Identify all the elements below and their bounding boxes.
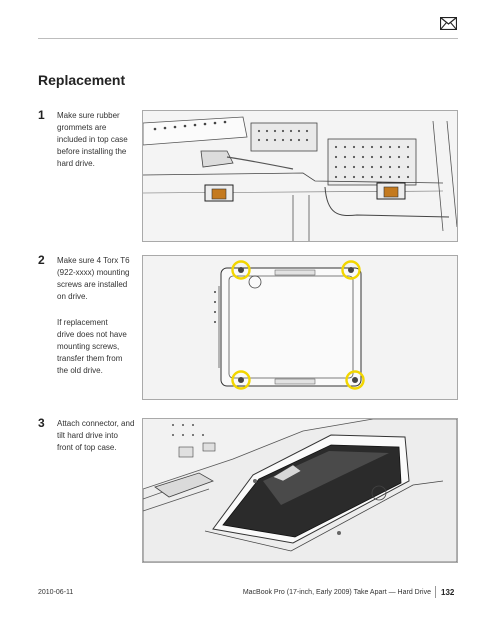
page-number: 132 [441, 588, 455, 597]
step-3-number: 3 [38, 416, 45, 430]
footer-doc-title: MacBook Pro (17-inch, Early 2009) Take A… [242, 589, 431, 596]
mail-icon[interactable] [440, 17, 457, 30]
step-1-number: 1 [38, 108, 45, 122]
footer-divider [435, 586, 436, 598]
step-2-number: 2 [38, 253, 45, 267]
step-1-text: Make sure rubber grommets are included i… [57, 111, 128, 168]
step-2-note: If replacement drive does not have mount… [57, 318, 127, 375]
step-2-photo [142, 255, 458, 400]
section-title: Replacement [38, 72, 126, 88]
footer-date: 2010-06-11 [38, 589, 74, 596]
step-1-photo [142, 110, 458, 242]
step-3-photo [142, 418, 458, 563]
step-2-text: Make sure 4 Torx T6 (922-xxxx) mounting … [57, 256, 130, 301]
step-3-text: Attach connector, and tilt hard drive in… [57, 419, 135, 452]
header-rule [38, 38, 458, 39]
